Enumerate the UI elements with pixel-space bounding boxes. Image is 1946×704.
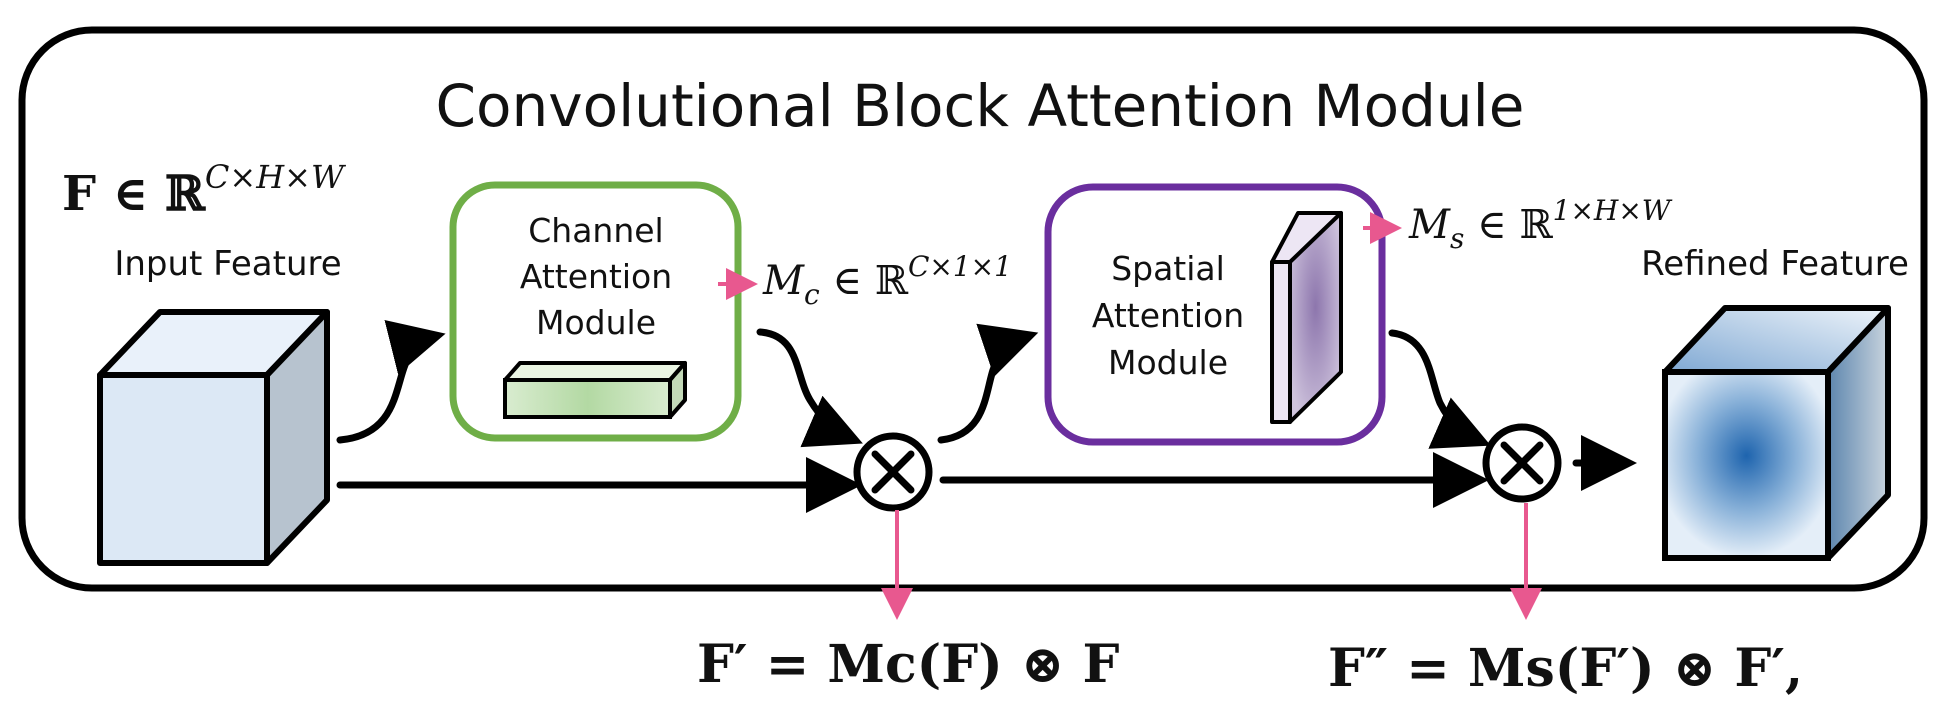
mc-sub: c <box>804 278 820 311</box>
channel-output-formula: Mc ∈ ℝC×1×1 <box>762 250 1012 311</box>
mc-rel: ∈ ℝ <box>820 258 909 304</box>
spatial-output-formula: Ms ∈ ℝ1×H×W <box>1408 194 1673 255</box>
equation-1: F′ = Mc(F) ⊗ F <box>697 634 1120 695</box>
channel-module-line3: Module <box>536 303 656 342</box>
multiply-node-2 <box>1482 423 1562 503</box>
input-formula-sup: C×H×W <box>205 158 347 196</box>
refined-feature-label: Refined Feature <box>1641 244 1909 284</box>
refined-feature-cube <box>1662 305 1891 561</box>
arrow-spatial-to-multiply2 <box>1388 329 1491 449</box>
mc-main: M <box>762 258 805 304</box>
outer-frame <box>18 26 1928 592</box>
ms-main: M <box>1408 202 1451 248</box>
arrow-input-to-channel <box>336 320 446 444</box>
spatial-attention-box <box>1044 183 1386 446</box>
ms-rel: ∈ ℝ <box>1464 202 1553 248</box>
ms-sup: 1×H×W <box>1553 194 1673 227</box>
spatial-module-line3: Module <box>1108 343 1228 382</box>
spatial-attention-map <box>1270 211 1343 424</box>
spatial-module-line2: Attention <box>1092 296 1244 335</box>
diagram-title: Convolutional Block Attention Module <box>436 72 1525 140</box>
input-cube <box>97 309 330 566</box>
input-formula: F ∈ ℝC×H×W <box>62 158 347 222</box>
input-formula-main: F ∈ ℝ <box>62 166 206 222</box>
input-feature-label: Input Feature <box>114 244 341 284</box>
channel-attention-box <box>449 181 742 442</box>
equation-2: F″ = Ms(F′) ⊗ F′, <box>1328 638 1803 699</box>
multiply-node-1 <box>853 432 933 512</box>
channel-attention-bar <box>503 361 687 419</box>
ms-sub: s <box>1450 222 1464 255</box>
channel-module-line2: Attention <box>520 257 672 296</box>
spatial-module-line1: Spatial <box>1111 249 1225 288</box>
arrow-multiply1-to-spatial <box>937 323 1039 444</box>
mc-sup: C×1×1 <box>908 250 1012 283</box>
channel-module-line1: Channel <box>528 211 663 250</box>
arrow-channel-to-multiply1 <box>756 328 863 448</box>
